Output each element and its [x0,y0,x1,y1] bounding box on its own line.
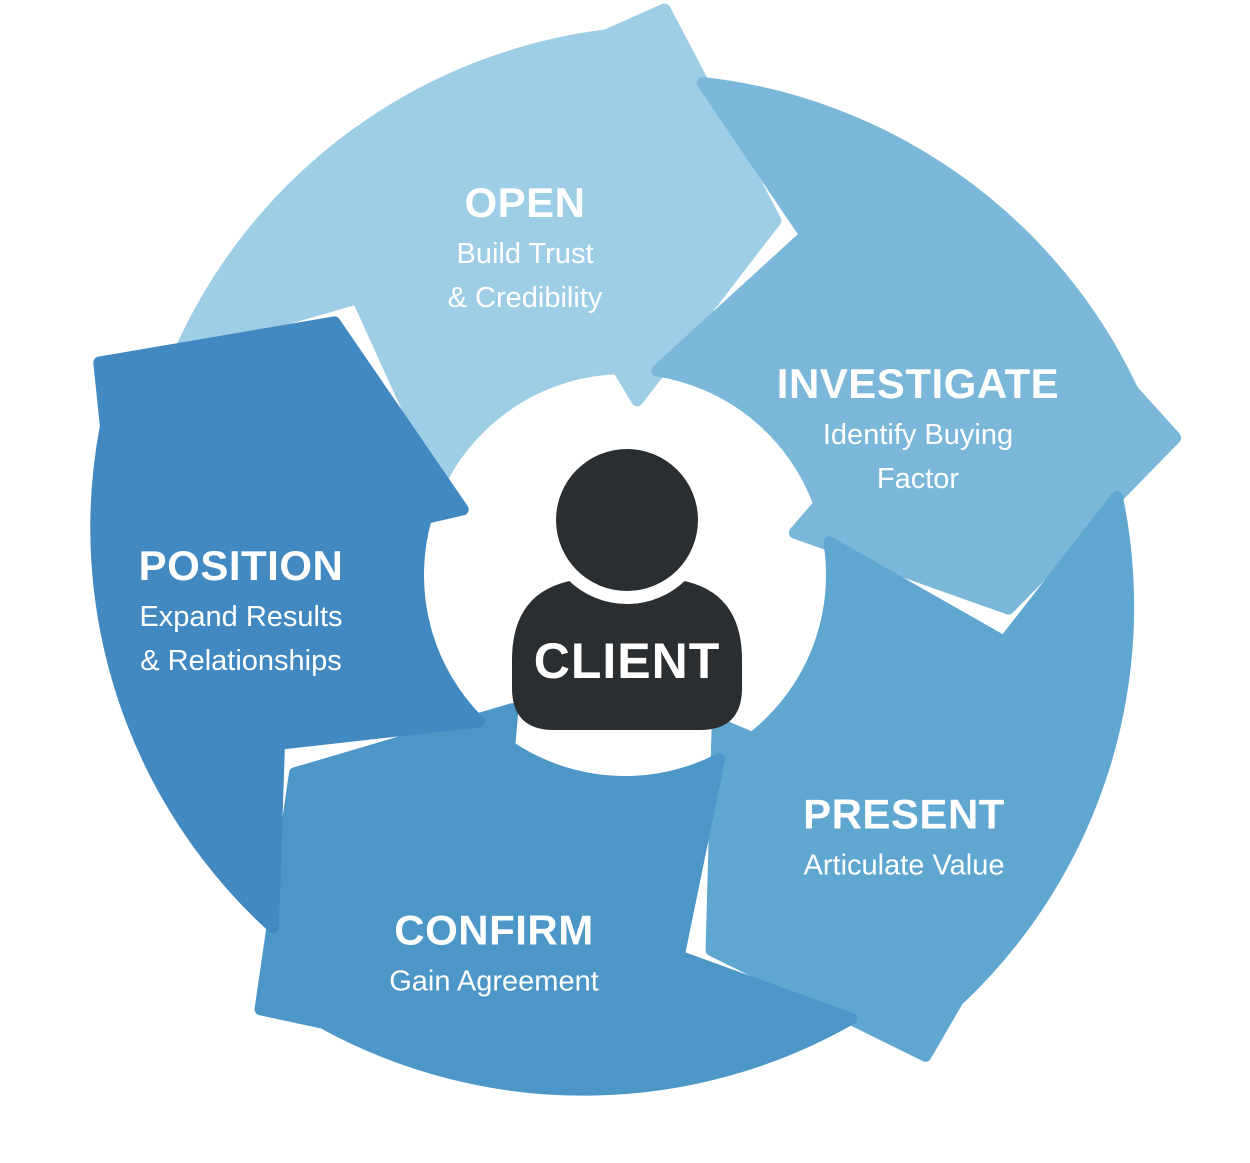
arrow-segment-open [175,3,782,487]
client-label: CLIENT [534,633,721,689]
arrow-segment-investigate [651,77,1182,615]
client-person-icon: CLIENT [512,436,742,730]
arrow-segment-present [705,491,1135,1062]
arrow-segment-confirm [254,703,858,1096]
person-body-shape [512,578,742,730]
person-head-shape [556,449,698,591]
arrow-segment-position [90,316,485,934]
arrow-ring [90,3,1182,1096]
